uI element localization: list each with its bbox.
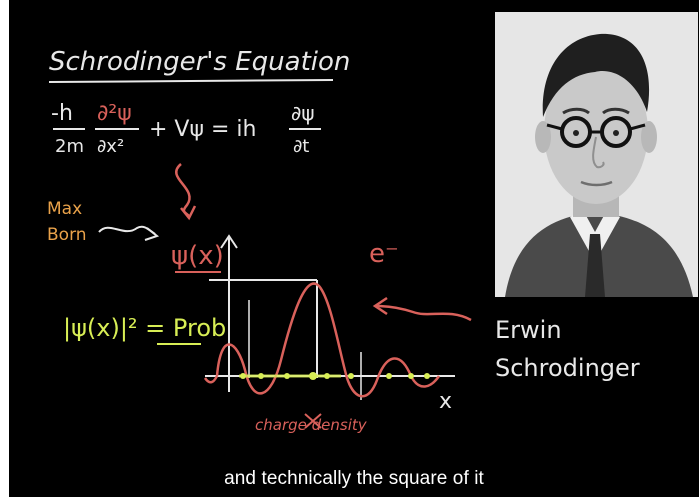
eq-middle: + Vψ = ih (149, 117, 256, 142)
eq-hbar: -h (51, 101, 73, 126)
eq-d2psi: ∂²ψ (97, 101, 132, 126)
wavefunction-tail (203, 375, 219, 384)
born-label: Born (47, 225, 87, 245)
video-subtitle: and technically the square of it (224, 468, 484, 489)
eq-dpsi: ∂ψ (291, 101, 315, 125)
eq-dt: ∂t (293, 136, 309, 157)
electron-label: e⁻ (369, 239, 399, 269)
born-arrow (98, 225, 156, 235)
title-underline (48, 79, 334, 83)
erwin-label: Erwin (495, 316, 562, 344)
board-title: Schrodinger's Equation (49, 47, 350, 77)
x-axis-label: x (439, 389, 452, 414)
arrow-to-curve (376, 304, 472, 322)
arrow-to-psi (175, 163, 191, 217)
blackboard-drawing: Schrodinger's Equation -h 2m ∂²ψ ∂x² + V… (47, 47, 640, 434)
eq-2m: 2m (55, 136, 84, 157)
eq-dx2: ∂x² (97, 136, 124, 157)
max-label: Max (47, 199, 82, 219)
wavefunction-curve (215, 282, 441, 398)
probability-formula: |ψ(x)|² = Prob (63, 314, 226, 342)
video-frame: Schrodinger's Equation -h 2m ∂²ψ ∂x² + V… (9, 0, 699, 497)
psi-label: ψ(x) (171, 241, 224, 271)
schrodinger-label: Schrodinger (495, 354, 640, 382)
charge-density-label: charge density (255, 416, 368, 434)
schrodinger-equation: -h 2m ∂²ψ ∂x² + Vψ = ih ∂ψ ∂t (51, 101, 321, 157)
portrait-photo (495, 12, 698, 297)
